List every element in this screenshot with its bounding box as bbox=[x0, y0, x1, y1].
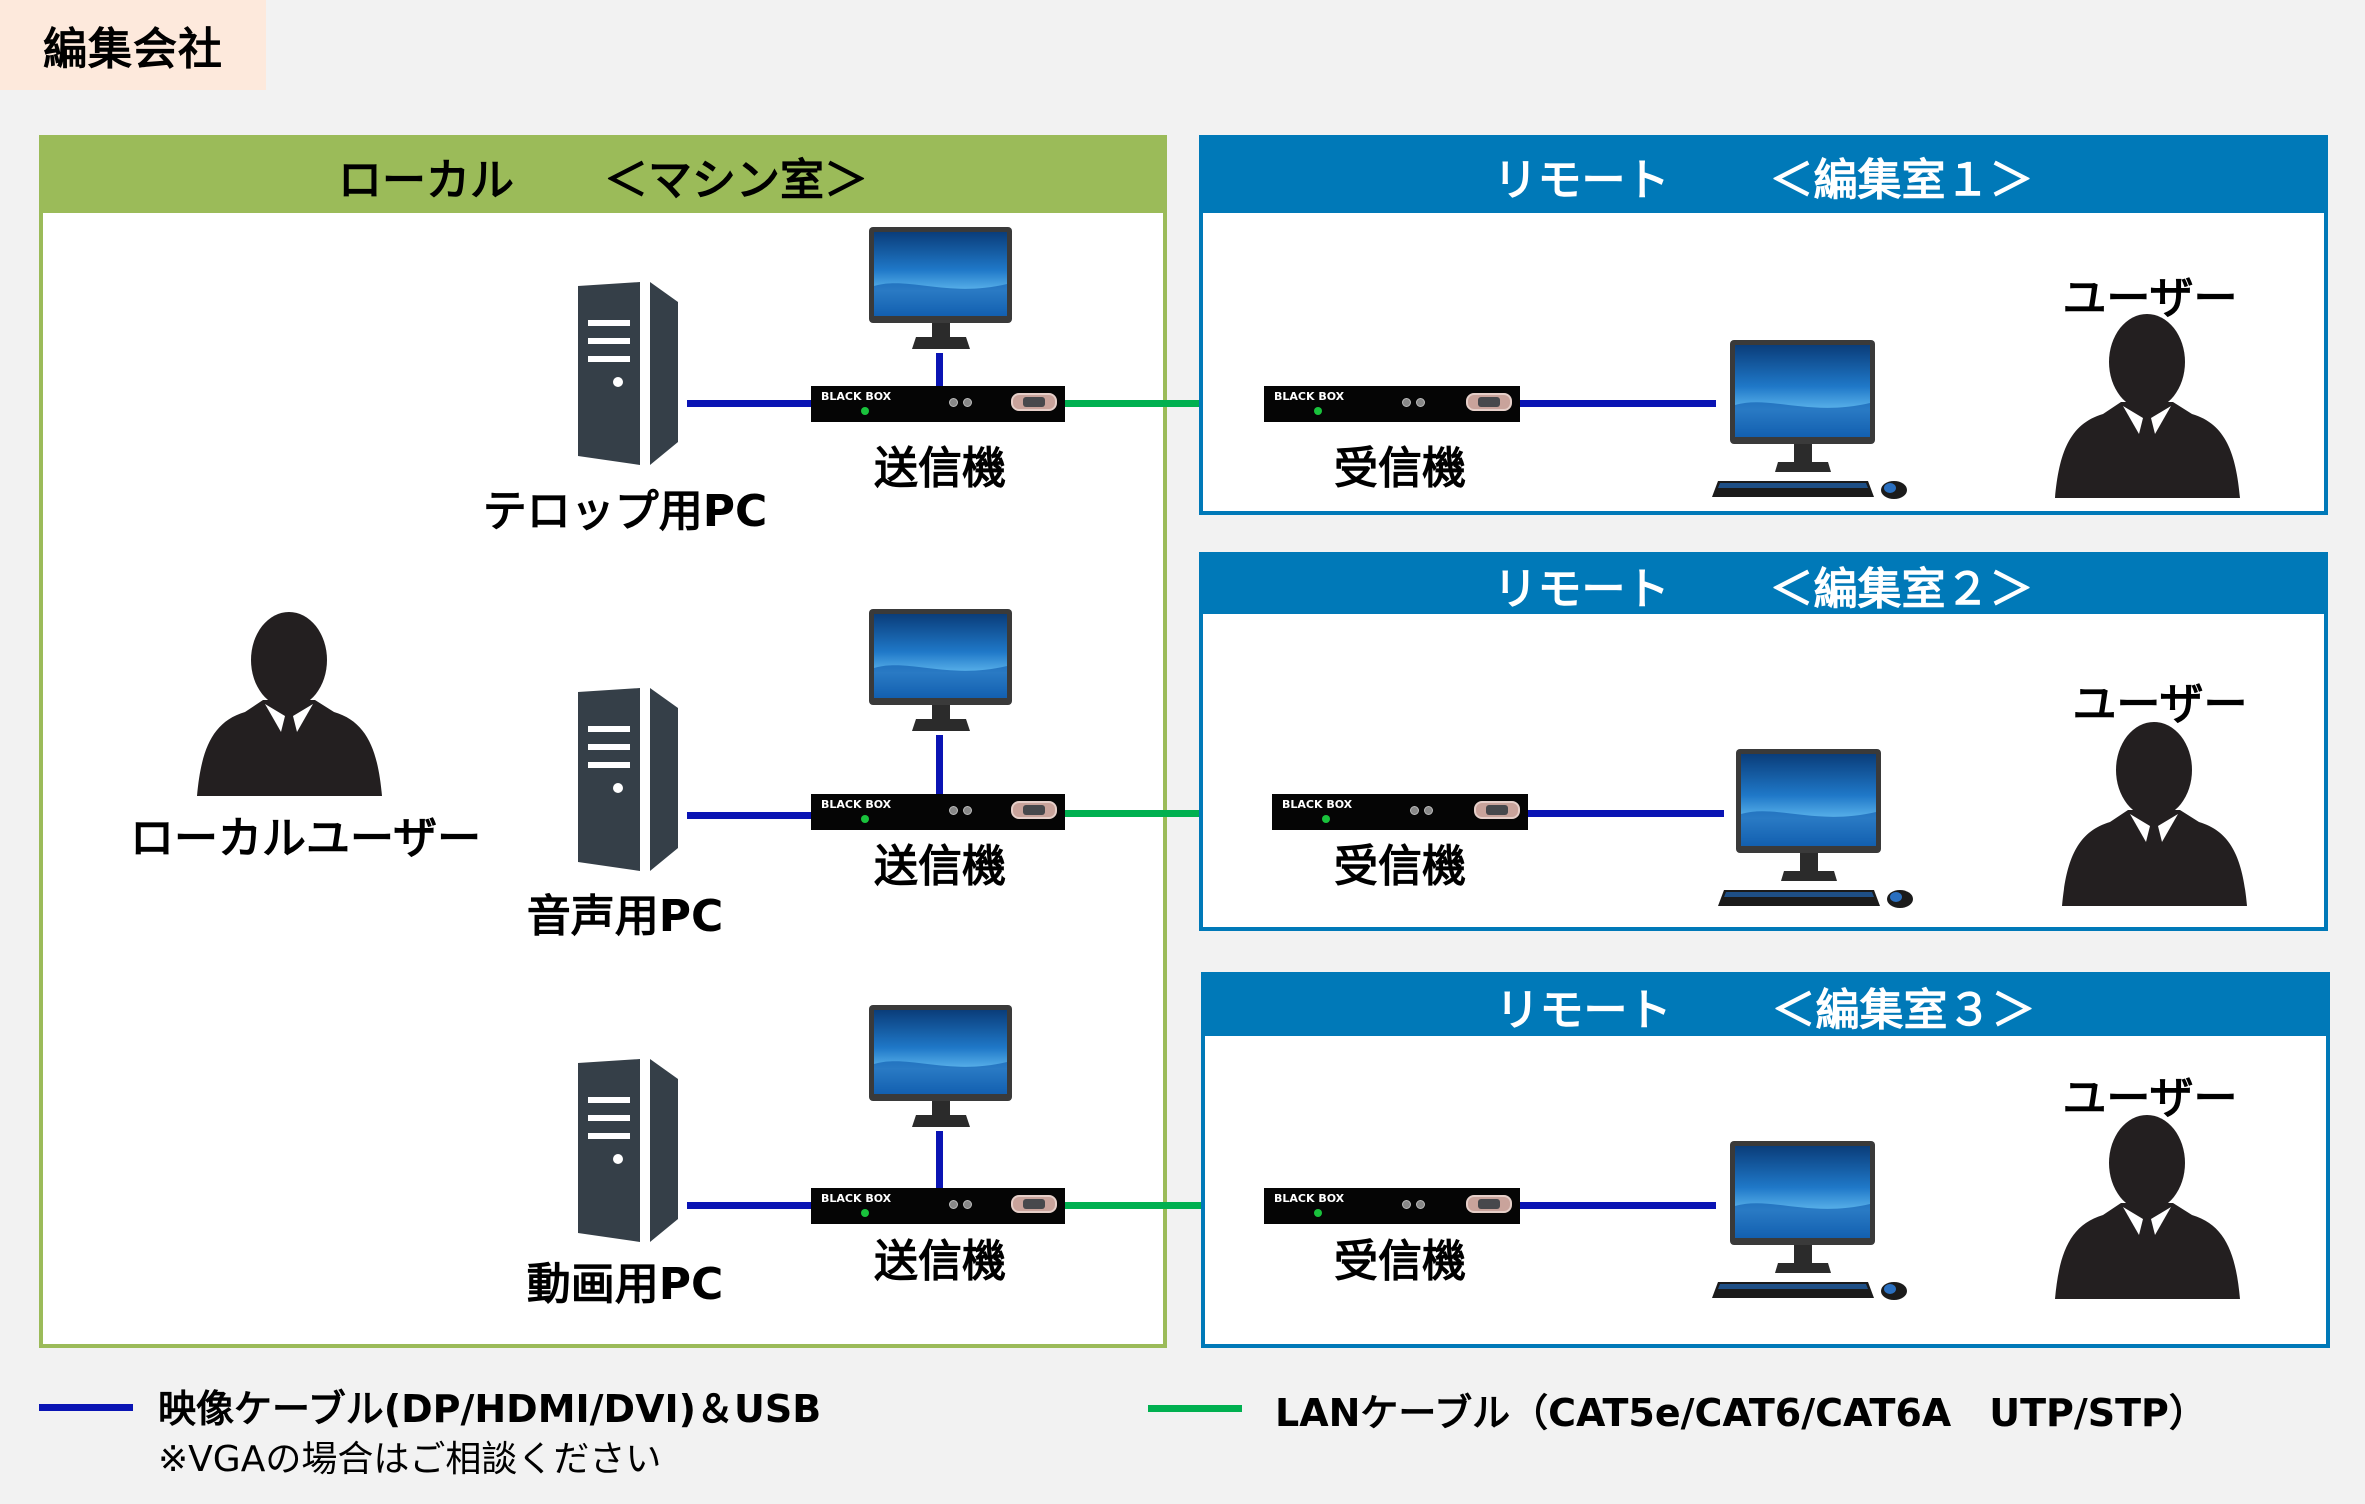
remote-user-person-icon bbox=[2058, 722, 2251, 906]
tower-pc-icon bbox=[570, 686, 682, 873]
receiver-label: 受信機 bbox=[1334, 1236, 1466, 1287]
device-button bbox=[963, 806, 972, 815]
serial-port-icon bbox=[1466, 1195, 1512, 1213]
remote-panel-header: リモート ＜編集室３＞ bbox=[1205, 976, 2326, 1036]
transmitter-label: 送信機 bbox=[874, 443, 1006, 494]
device-brand: BLACK BOX bbox=[1274, 1192, 1345, 1205]
status-led bbox=[1322, 815, 1330, 823]
transmitter-label: 送信機 bbox=[874, 841, 1006, 892]
legend-video-cable-label: 映像ケーブル(DP/HDMI/DVI)＆USB bbox=[158, 1387, 822, 1431]
display-cable-blue bbox=[1528, 810, 1724, 817]
lan-cable-green bbox=[1065, 810, 1273, 817]
serial-port-icon bbox=[1466, 393, 1512, 411]
serial-port-icon bbox=[1474, 801, 1520, 819]
remote-panel-header: リモート ＜編集室１＞ bbox=[1203, 139, 2324, 213]
serial-port-icon bbox=[1011, 393, 1057, 411]
desktop-computer-icon bbox=[1716, 748, 1921, 909]
local-header-label: ローカル bbox=[338, 155, 514, 206]
transmitter-device: BLACK BOX bbox=[811, 386, 1065, 422]
status-led bbox=[861, 815, 869, 823]
device-button bbox=[1410, 806, 1419, 815]
remote-user-person-icon bbox=[2051, 314, 2244, 498]
receiver-device: BLACK BOX bbox=[1272, 794, 1528, 830]
monitor-cable-blue bbox=[936, 353, 943, 386]
monitor-icon bbox=[868, 226, 1013, 350]
pc-cable-blue bbox=[687, 1202, 812, 1209]
device-brand: BLACK BOX bbox=[821, 1192, 892, 1205]
tower-pc-icon bbox=[570, 1057, 682, 1244]
desktop-computer-icon bbox=[1710, 339, 1915, 500]
remote-header-label: リモート bbox=[1495, 985, 1672, 1036]
device-brand: BLACK BOX bbox=[1282, 798, 1353, 811]
monitor-icon bbox=[868, 608, 1013, 732]
remote-user-person-icon bbox=[2051, 1115, 2244, 1299]
device-button bbox=[949, 806, 958, 815]
remote-panel-header: リモート ＜編集室２＞ bbox=[1203, 556, 2324, 615]
remote-header-room: ＜編集室２＞ bbox=[1769, 564, 2034, 615]
lan-cable-green bbox=[1065, 400, 1265, 407]
display-cable-blue bbox=[1520, 400, 1716, 407]
local-header-room: ＜マシン室＞ bbox=[604, 155, 868, 206]
legend-lan-cable-label: LANケーブル（CAT5e/CAT6/CAT6A UTP/STP） bbox=[1275, 1391, 2207, 1435]
device-button bbox=[1402, 1200, 1411, 1209]
remote-header-label: リモート bbox=[1493, 564, 1670, 615]
tower-pc-icon bbox=[570, 280, 682, 467]
device-brand: BLACK BOX bbox=[1274, 390, 1345, 403]
local-panel-header: ローカル ＜マシン室＞ bbox=[43, 139, 1163, 213]
serial-port-icon bbox=[1011, 1195, 1057, 1213]
status-led bbox=[1314, 1209, 1322, 1217]
monitor-icon bbox=[868, 1004, 1013, 1128]
lan-cable-green bbox=[1065, 1202, 1265, 1209]
device-button bbox=[1416, 398, 1425, 407]
device-button bbox=[963, 1200, 972, 1209]
device-button bbox=[1416, 1200, 1425, 1209]
serial-port-icon bbox=[1011, 801, 1057, 819]
pc-label: 音声用PC bbox=[526, 891, 724, 942]
remote-header-label: リモート bbox=[1493, 155, 1670, 206]
desktop-computer-icon bbox=[1710, 1140, 1915, 1301]
transmitter-label: 送信機 bbox=[874, 1236, 1006, 1287]
transmitter-device: BLACK BOX bbox=[811, 1188, 1065, 1224]
legend-video-cable-note: ※VGAの場合はご相談ください bbox=[158, 1439, 662, 1480]
device-brand: BLACK BOX bbox=[821, 390, 892, 403]
monitor-cable-blue bbox=[936, 735, 943, 795]
device-button bbox=[949, 398, 958, 407]
pc-cable-blue bbox=[687, 400, 812, 407]
device-brand: BLACK BOX bbox=[821, 798, 892, 811]
device-button bbox=[1424, 806, 1433, 815]
receiver-label: 受信機 bbox=[1334, 841, 1466, 892]
transmitter-device: BLACK BOX bbox=[811, 794, 1065, 830]
remote-header-room: ＜編集室３＞ bbox=[1771, 985, 2036, 1036]
monitor-cable-blue bbox=[936, 1131, 943, 1188]
pc-cable-blue bbox=[687, 812, 812, 819]
display-cable-blue bbox=[1520, 1202, 1716, 1209]
receiver-label: 受信機 bbox=[1334, 443, 1466, 494]
page-title: 編集会社 bbox=[0, 0, 266, 90]
local-user-person-icon bbox=[182, 612, 397, 796]
remote-user-label: ユーザー bbox=[2072, 679, 2248, 730]
local-user-label: ローカルユーザー bbox=[130, 813, 482, 864]
status-led bbox=[1314, 407, 1322, 415]
pc-label: テロップ用PC bbox=[482, 486, 768, 537]
device-button bbox=[963, 398, 972, 407]
status-led bbox=[861, 407, 869, 415]
receiver-device: BLACK BOX bbox=[1264, 1188, 1520, 1224]
remote-header-room: ＜編集室１＞ bbox=[1769, 155, 2034, 206]
legend-video-cable-swatch bbox=[39, 1404, 133, 1411]
status-led bbox=[861, 1209, 869, 1217]
pc-label: 動画用PC bbox=[526, 1259, 724, 1310]
legend-lan-cable-swatch bbox=[1148, 1405, 1242, 1412]
device-button bbox=[1402, 398, 1411, 407]
device-button bbox=[949, 1200, 958, 1209]
receiver-device: BLACK BOX bbox=[1264, 386, 1520, 422]
